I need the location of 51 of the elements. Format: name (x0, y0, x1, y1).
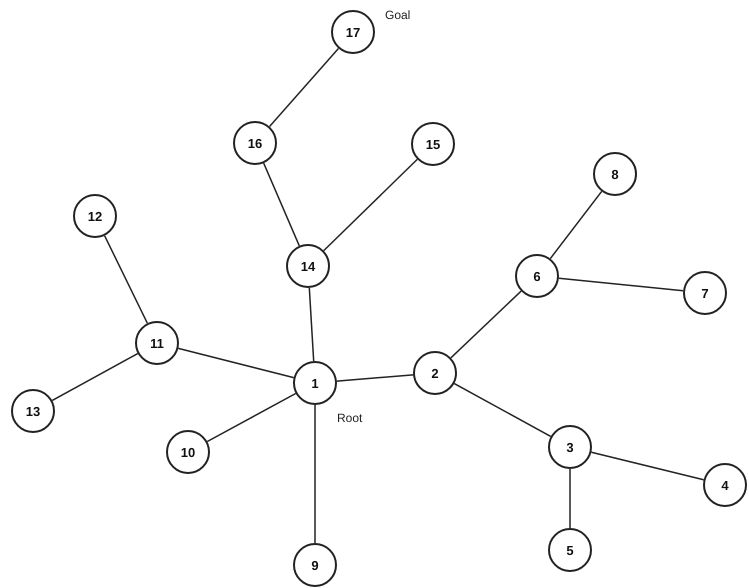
tree-node-circle (515, 254, 559, 298)
node-caption: Goal (385, 8, 410, 22)
connector-line (314, 405, 316, 543)
connector-line (336, 374, 414, 382)
tree-node-circle (331, 10, 375, 54)
node-number: 17 (346, 24, 360, 40)
node-number: 2 (431, 366, 439, 380)
node-number: 7 (701, 286, 709, 300)
node-caption: Root (337, 411, 362, 425)
tree-node-circle (73, 194, 117, 238)
connector-line (269, 48, 339, 127)
tree-node-circle (548, 425, 592, 469)
tree-node-circle (286, 244, 330, 288)
tree-node-circle (166, 430, 210, 474)
connector-line (550, 191, 602, 259)
node-number: 15 (426, 136, 440, 152)
node-number: 14 (300, 258, 316, 274)
connector-line (558, 277, 684, 292)
tree-node-circle (548, 528, 592, 572)
node-number: 12 (88, 208, 102, 224)
node-number: 4 (721, 478, 729, 492)
tree-node-circle (135, 321, 179, 365)
connector-line (569, 469, 571, 528)
node-number: 5 (566, 542, 574, 558)
connector-line (178, 348, 294, 378)
node-number: 10 (180, 444, 196, 460)
tree-node-circle (413, 351, 457, 395)
connector-line (308, 288, 314, 362)
node-number: 11 (150, 336, 164, 350)
tree-node-circle (293, 543, 337, 587)
tree-node-circle (593, 152, 637, 196)
tree-node-circle (683, 271, 727, 315)
connector-line (206, 392, 296, 442)
tree-node-circle (233, 121, 277, 165)
node-number: 13 (26, 404, 40, 418)
tree-node-circle (11, 389, 55, 433)
connector-line (52, 352, 138, 402)
tree-node-circle (293, 361, 337, 405)
node-number: 6 (533, 268, 541, 284)
node-number: 16 (248, 136, 262, 150)
connector-line (591, 452, 704, 480)
node-number: 3 (566, 440, 574, 454)
tree-node-circle (703, 463, 747, 507)
connector-line (454, 382, 552, 438)
node-number: 8 (611, 166, 619, 182)
tree-node-circle (411, 122, 455, 166)
connector-line (263, 162, 300, 246)
connector-line (450, 290, 522, 358)
connector-line (104, 235, 148, 324)
node-number: 9 (311, 558, 319, 572)
node-number: 1 (311, 376, 319, 390)
